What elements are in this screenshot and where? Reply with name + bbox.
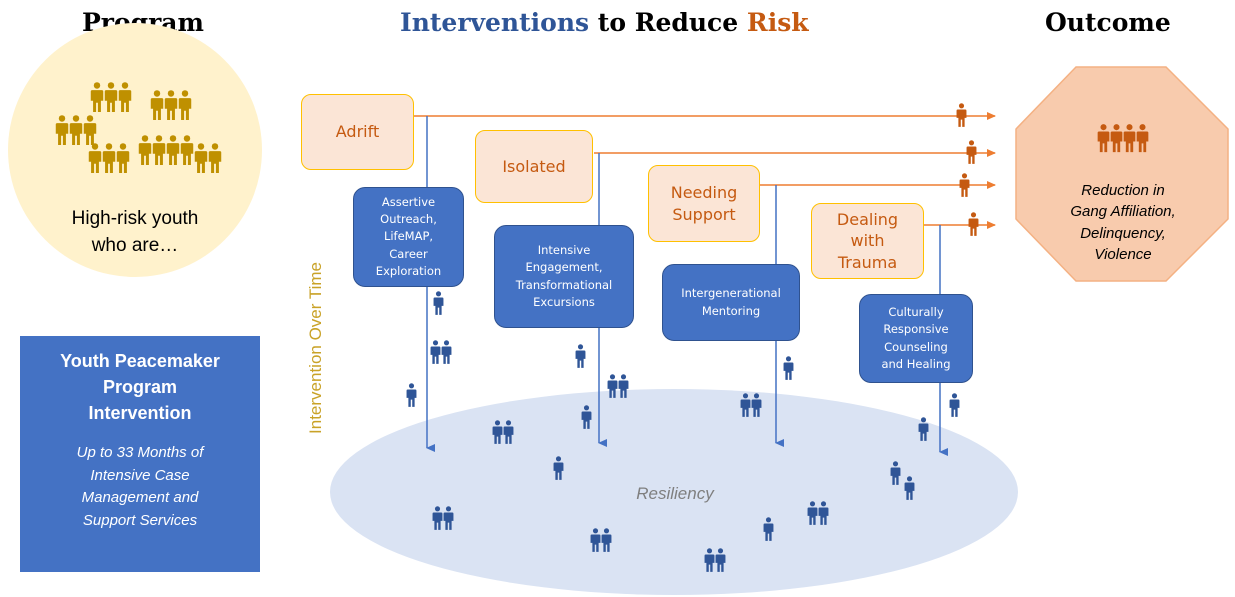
main-title: Interventions to Reduce Risk	[400, 8, 809, 37]
risk-label: Dealing with Trauma	[837, 209, 898, 274]
program-description-line: who are…	[91, 234, 179, 256]
risk-label-line: Dealing	[836, 209, 899, 229]
program-box-subtitle-line: Intensive Case	[90, 466, 190, 484]
program-box: Youth Peacemaker Program Intervention Up…	[20, 336, 260, 572]
outcome-description-line: Reduction in	[1081, 182, 1165, 199]
program-description: High-risk youth who are…	[20, 206, 250, 259]
risk-label-line: Trauma	[837, 252, 898, 272]
program-box-title-line: Intervention	[88, 403, 192, 424]
intervention-label-line: Counseling	[884, 339, 948, 354]
intervention-label-line: Career	[389, 246, 428, 261]
program-description-line: High-risk youth	[71, 208, 199, 229]
program-circle	[8, 23, 262, 277]
program-box-title: Youth Peacemaker Program Intervention	[20, 348, 260, 426]
risk-label: Adrift	[335, 122, 380, 142]
intervention-label-line: Mentoring	[701, 303, 761, 318]
intervention-box-outreach: Assertive Outreach, LifeMAP, Career Expl…	[353, 187, 464, 287]
intervention-label-line: and Healing	[881, 356, 951, 371]
intervention-label-line: Culturally	[888, 305, 944, 319]
intervention-label-line: Intergenerational	[681, 286, 781, 301]
outcome-description: Reduction in Gang Affiliation, Delinquen…	[1030, 180, 1216, 265]
intervention-label-line: Responsive	[883, 322, 949, 337]
program-box-subtitle-line: Support Services	[82, 511, 198, 529]
program-box-subtitle-line: Management and	[81, 489, 199, 507]
outcome-octagon	[1015, 66, 1229, 282]
risk-box-needing-support: Needing Support	[648, 165, 760, 242]
intervention-label-line: Transformational	[515, 277, 613, 292]
intervention-box-mentoring: Intergenerational Mentoring	[662, 264, 800, 341]
title-risk: Risk	[746, 8, 809, 37]
intervention-over-time-label: Intervention Over Time	[306, 262, 325, 434]
intervention-label-line: Outreach,	[380, 212, 437, 227]
outcome-description-line: Delinquency,	[1080, 224, 1166, 242]
risk-label-line: Support	[672, 204, 736, 224]
intervention-label-line: Intensive	[537, 243, 591, 257]
title-to-reduce: to Reduce	[597, 8, 739, 37]
program-box-title-line: Program	[102, 377, 178, 398]
outcome-header: Outcome	[1045, 8, 1171, 37]
risk-box-adrift: Adrift	[301, 94, 414, 170]
risk-box-isolated: Isolated	[475, 130, 593, 203]
intervention-label-line: Assertive	[381, 194, 436, 209]
intervention-box-counseling: Culturally Responsive Counseling and Hea…	[859, 294, 973, 383]
resiliency-ellipse	[330, 389, 1018, 595]
intervention-label-line: LifeMAP,	[383, 229, 434, 244]
risk-label: Isolated	[502, 156, 566, 176]
intervention-box-engagement: Intensive Engagement, Transformational E…	[494, 225, 634, 328]
title-interventions: Interventions	[400, 8, 590, 37]
risk-label: Needing Support	[671, 182, 738, 225]
risk-label-line: with	[850, 231, 885, 251]
youth-outcome-icons	[956, 103, 979, 236]
risk-arrows	[414, 112, 996, 229]
outcome-description-line: Gang Affiliation,	[1070, 203, 1176, 221]
program-box-title-line: Youth Peacemaker	[60, 351, 220, 371]
risk-box-dealing-with-trauma: Dealing with Trauma	[811, 203, 924, 279]
intervention-label-line: Exploration	[375, 263, 442, 278]
resiliency-label: Resiliency	[636, 484, 714, 503]
program-box-subtitle-line: Up to 33 Months of	[76, 444, 204, 462]
program-box-subtitle: Up to 33 Months of Intensive Case Manage…	[20, 442, 260, 532]
intervention-label-line: Engagement,	[525, 260, 603, 275]
outcome-description-line: Violence	[1094, 245, 1152, 263]
intervention-label-line: Excursions	[533, 294, 595, 309]
risk-label-line: Needing	[670, 182, 738, 202]
